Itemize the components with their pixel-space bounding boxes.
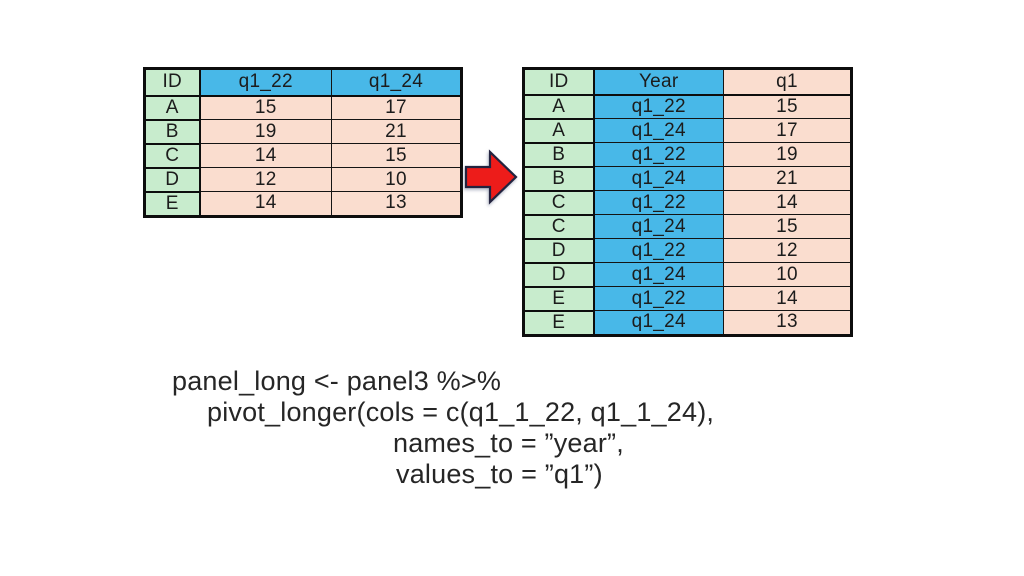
table-cell: 12 [723,238,852,263]
table-cell: 15 [199,95,332,120]
table-cell: C [522,213,595,240]
column-header: q1 [723,67,852,96]
table-cell: D [522,261,595,288]
table-cell: B [143,118,201,145]
table-cell: 14 [199,191,332,217]
table-cell: q1_24 [593,262,724,287]
table-cell: D [522,237,595,264]
r-code-block: panel_long <- panel3 %>% pivot_longer(co… [0,366,1024,490]
table-cell: A [522,93,595,120]
table-cell: C [143,142,201,169]
table-cell: 19 [199,119,332,144]
table-cell: C [522,189,595,216]
table-cell: q1_22 [593,94,724,119]
table-cell: 15 [723,214,852,239]
table-cell: q1_22 [593,286,724,311]
table-cell: 21 [331,119,462,144]
table-cell: 19 [723,142,852,167]
table-cell: q1_24 [593,166,724,191]
table-cell: 15 [331,143,462,168]
column-header: Year [593,67,724,96]
table-cell: 14 [723,190,852,215]
table-cell: B [522,141,595,168]
table-cell: D [143,166,201,193]
table-cell: 17 [723,118,852,143]
table-cell: 10 [331,167,462,192]
table-cell: q1_24 [593,310,724,336]
code-line: panel_long <- panel3 %>% [172,366,502,396]
column-header: ID [143,67,201,97]
table-cell: A [143,94,201,121]
code-line: values_to = ”q1”) [396,459,603,489]
table-cell: 12 [199,167,332,192]
table-cell: q1_22 [593,238,724,263]
table-cell: 21 [723,166,852,191]
table-cell: 15 [723,94,852,119]
transform-arrow-icon [463,146,519,208]
table-cell: A [522,117,595,144]
table-cell: 13 [723,310,852,336]
table-cell: q1_24 [593,214,724,239]
table-cell: 14 [723,286,852,311]
table-cell: E [143,190,201,217]
code-line: pivot_longer(cols = c(q1_1_22, q1_1_24), [207,397,715,427]
column-header: q1_22 [199,67,332,97]
table-cell: q1_24 [593,118,724,143]
table-cell: B [522,165,595,192]
right-block-arrow [464,149,518,205]
table-cell: q1_22 [593,142,724,167]
table-cell: 13 [331,191,462,217]
column-header: ID [522,67,595,96]
table-cell: E [522,285,595,312]
column-header: q1_24 [331,67,462,97]
table-cell: 17 [331,95,462,120]
table-cell: E [522,309,595,336]
code-line: names_to = ”year”, [393,428,624,458]
table-cell: 10 [723,262,852,287]
table-cell: 14 [199,143,332,168]
table-cell: q1_22 [593,190,724,215]
